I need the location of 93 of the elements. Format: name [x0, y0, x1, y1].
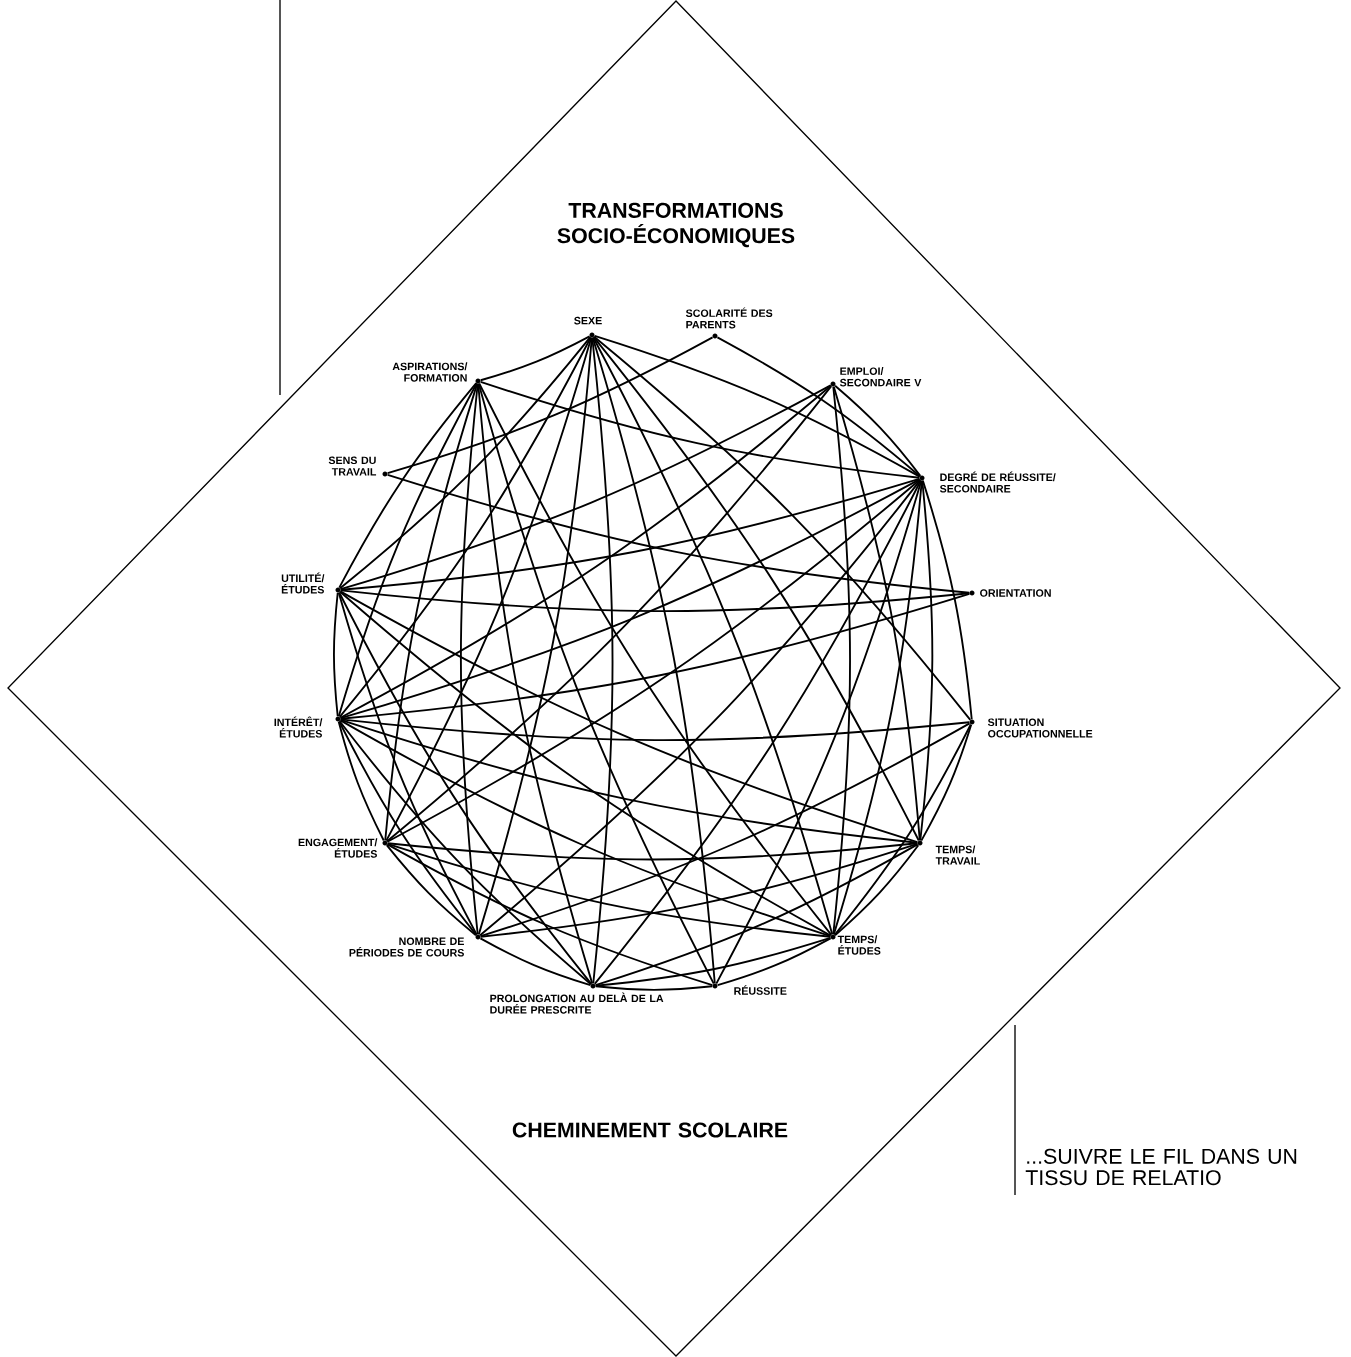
connector-line [339, 384, 832, 591]
node-point: PROLONGATION AU DELÀ DE LA DURÉE PRESCRITE [490, 983, 664, 1014]
connector-line [339, 478, 921, 720]
caption-text: ...SUIVRE LE FIL DANS UN TISSU DE RELATIO [1025, 1148, 1297, 1186]
connector-line [386, 478, 921, 843]
node-point: SITUATION OCCUPATIONNELLE [969, 718, 1093, 738]
connector-line [339, 592, 971, 720]
connector-line [384, 382, 479, 842]
diamond-frame [7, 0, 1341, 1357]
connector-line [919, 479, 934, 842]
connector-line [477, 382, 594, 985]
node-label: INTÉRÊT/ ÉTUDES [274, 716, 323, 738]
connector-line [479, 335, 591, 382]
connector-line [337, 382, 478, 718]
connector-line [834, 384, 922, 477]
node-point: NOMBRE DE PÉRIODES DE COURS [349, 934, 481, 957]
node-point: SEXE [574, 316, 602, 338]
connector-line [385, 336, 593, 842]
connector-line [339, 719, 832, 938]
node-point: EMPLOI/ SECONDAIRE V [830, 367, 922, 387]
node-label: SEXE [574, 316, 602, 325]
connector-line [716, 336, 921, 478]
node-label: SCOLARITÉ DES PARENTS [685, 307, 773, 329]
node-point: TEMPS/ ÉTUDES [830, 934, 881, 955]
connector-line [592, 336, 920, 842]
connector-line [338, 720, 592, 986]
connector-line [920, 723, 973, 842]
connector-line [386, 842, 832, 938]
connector-line [338, 382, 478, 589]
node-label: SENS DU TRAVAIL [328, 456, 377, 476]
connector-line [477, 336, 593, 936]
node-point: TEMPS/ TRAVAIL [917, 840, 980, 865]
connector-line [386, 843, 714, 987]
node-point: INTÉRÊT/ ÉTUDES [274, 716, 341, 738]
section-title: TRANSFORMATIONS SOCIO-ÉCONOMIQUES [557, 202, 795, 248]
connector-line [339, 384, 832, 719]
node-label: UTILITÉ/ ÉTUDES [281, 572, 325, 594]
connector-line [592, 336, 834, 936]
node-point: UTILITÉ/ ÉTUDES [281, 572, 341, 594]
node-label: ASPIRATIONS/ FORMATION [392, 362, 468, 382]
node-point: SENS DU TRAVAIL [328, 456, 388, 477]
node-label: RÉUSSITE [734, 985, 787, 995]
connector-line [594, 936, 832, 987]
node-point: SCOLARITÉ DES PARENTS [685, 307, 773, 339]
connector-line [832, 385, 851, 936]
node-point: RÉUSSITE [712, 983, 787, 995]
connector-line [339, 590, 832, 937]
connector-line [337, 720, 385, 842]
connector-line [594, 843, 919, 987]
connector-line [339, 718, 971, 742]
connector-line [385, 844, 477, 937]
connector-line [338, 336, 592, 718]
connector-line [339, 589, 971, 613]
connector-line [591, 336, 716, 985]
node-label: PROLONGATION AU DELÀ DE LA DURÉE PRESCRITE [490, 992, 664, 1014]
connector-line [339, 590, 919, 844]
connector-line [479, 479, 922, 937]
connector-line [479, 722, 971, 938]
connector-line [715, 479, 923, 985]
connector-line [716, 937, 832, 987]
connector-line [479, 937, 592, 987]
connector-line [386, 385, 833, 843]
connector-line [478, 382, 833, 936]
connector-line [339, 336, 592, 590]
connector-line [459, 382, 479, 936]
connector-line [339, 477, 921, 591]
connector-line [834, 844, 920, 937]
connector-line [593, 334, 921, 478]
connector-line [591, 336, 614, 985]
connector-line [921, 479, 973, 721]
node-point: ENGAGEMENT/ ÉTUDES [298, 838, 388, 858]
connector-line [833, 723, 972, 936]
connector-line [593, 335, 972, 721]
section-title: CHEMINEMENT SCOLAIRE [512, 1122, 788, 1138]
connector-line [338, 720, 478, 936]
connector-line [594, 985, 714, 991]
connector-line [593, 479, 922, 985]
node-point: ASPIRATIONS/ FORMATION [392, 362, 481, 384]
connector-line [333, 591, 339, 718]
connector-line [832, 479, 923, 936]
connector-line [386, 473, 971, 594]
node-point: DEGRÉ DE RÉUSSITE/ SECONDAIRE [919, 471, 1056, 493]
connector-line [477, 382, 715, 985]
node-label: TEMPS/ ÉTUDES [837, 935, 881, 955]
connector-line [479, 380, 921, 479]
node-label: NOMBRE DE PÉRIODES DE COURS [349, 937, 464, 957]
connector-line [832, 385, 921, 842]
connector-line [337, 591, 478, 936]
connector-line [479, 842, 919, 938]
node-point: ORIENTATION [969, 589, 1051, 597]
connector-line [386, 336, 714, 475]
connector-line [338, 591, 593, 985]
node-label: TEMPS/ TRAVAIL [935, 845, 980, 865]
